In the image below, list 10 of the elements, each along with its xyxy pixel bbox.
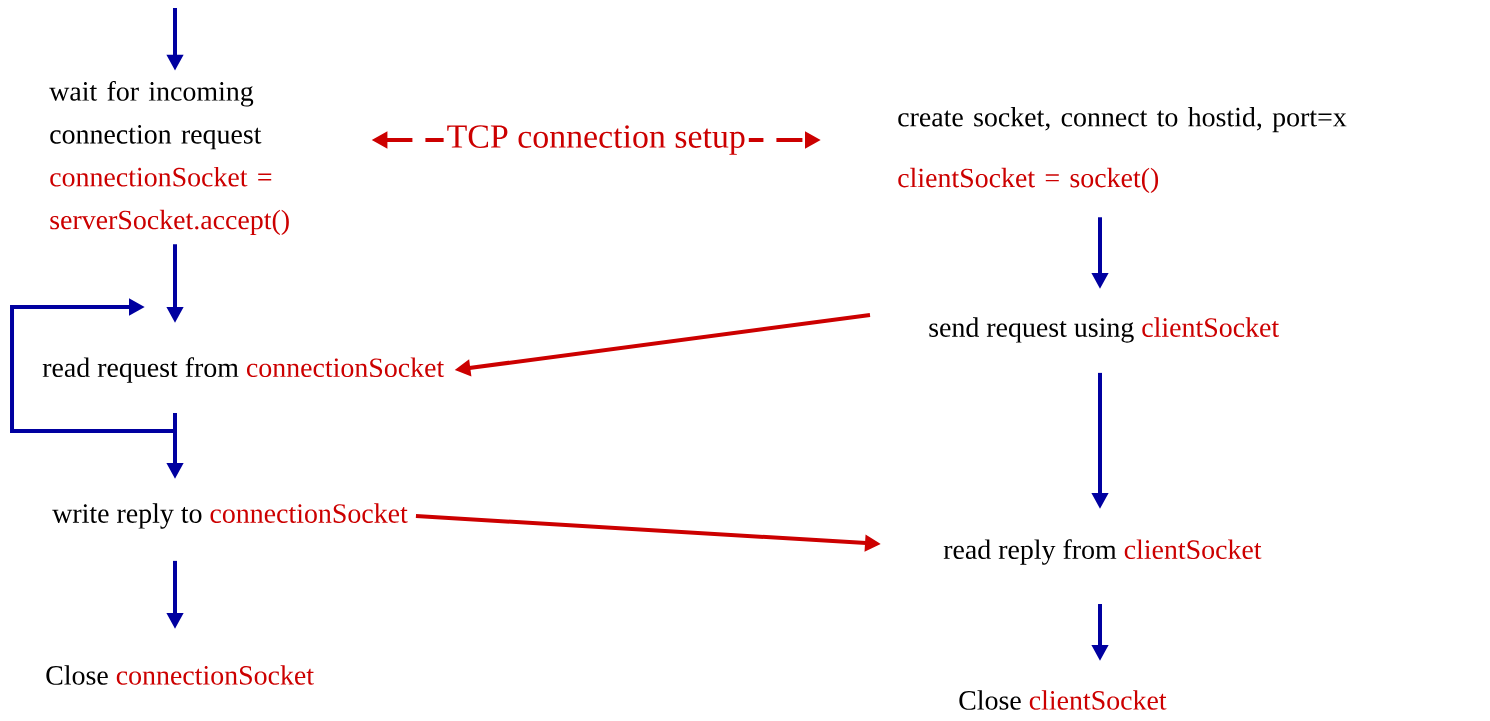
step-text: send request using clientSocket — [929, 317, 1279, 343]
edge-label: TCP connection setup — [443, 122, 749, 158]
step-text: write reply to connectionSocket — [52, 503, 408, 529]
step-text: read request from connectionSocket — [42, 357, 445, 383]
loop-arrow — [10, 298, 175, 433]
step-text: wait for incoming connection request connectionSocket = serverSocket.accept() — [49, 80, 289, 236]
step-text: Close clientSocket — [959, 690, 1167, 710]
step-text: create socket, connect to hostid, port=x clientSocket = socket() — [898, 106, 1347, 194]
step-text: Close connectionSocket — [46, 665, 314, 685]
step-text: read reply from clientSocket — [943, 539, 1262, 565]
